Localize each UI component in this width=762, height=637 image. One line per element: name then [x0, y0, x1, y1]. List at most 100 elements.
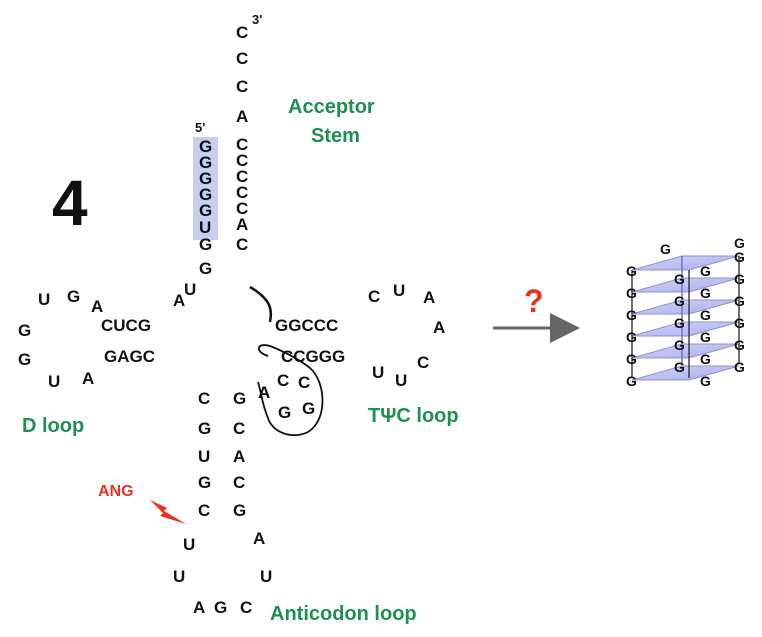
t-arm-outline-curve: [257, 344, 324, 437]
t-loop-nucleotide: U: [393, 281, 405, 300]
quadruplex-guanine: G: [674, 337, 685, 353]
acceptor-connector-curve: [249, 285, 273, 323]
acceptor-5prime-nucleotide: G: [199, 235, 212, 254]
acceptor-3prime-nucleotide: C: [236, 135, 248, 154]
anticodon-loop-nucleotide: U: [173, 567, 185, 586]
quadruplex-guanine: G: [734, 359, 745, 375]
quadruplex-guanine: G: [700, 285, 711, 301]
quadruplex-guanine: G: [626, 307, 637, 323]
d-loop-nucleotide: A: [91, 297, 103, 316]
d-loop-nucleotide: G: [18, 321, 31, 340]
quadruplex-guanine: G: [674, 271, 685, 287]
acceptor-3prime-nucleotide: C: [236, 167, 248, 186]
acceptor-3prime-nucleotide: A: [236, 107, 248, 126]
anticodon-loop-nucleotide: U: [183, 535, 195, 554]
inner-loop-nucleotide: A: [258, 383, 270, 402]
quadruplex-guanine: G: [734, 235, 745, 251]
d-loop-label: D loop: [22, 415, 84, 437]
d-loop-nucleotide: U: [48, 372, 60, 391]
acceptor-3prime-nucleotide: A: [236, 215, 248, 234]
anticodon-left-nucleotide: U: [198, 447, 210, 466]
figure-number: 4: [52, 167, 88, 239]
anticodon-left-nucleotide: C: [198, 389, 210, 408]
anticodon-left-nucleotide: G: [198, 419, 211, 438]
anticodon-loop-nucleotide: C: [240, 598, 252, 617]
anticodon-left-nucleotide: C: [198, 501, 210, 520]
d-loop-nucleotide: G: [18, 350, 31, 369]
anticodon-loop-nucleotide: U: [260, 567, 272, 586]
t-loop-nucleotide: A: [433, 318, 445, 337]
connector-nucleotide: U: [184, 280, 196, 299]
lightning-bolt-icon: [150, 500, 186, 524]
question-mark: ?: [524, 283, 544, 319]
quadruplex-guanine: G: [674, 315, 685, 331]
quadruplex-guanine: G: [626, 373, 637, 389]
anticodon-left-nucleotide: G: [198, 473, 211, 492]
quadruplex-guanine: G: [734, 337, 745, 353]
quadruplex-guanine: G: [734, 315, 745, 331]
t-loop-nucleotide: C: [368, 287, 380, 306]
inner-loop-nucleotide: C: [277, 371, 289, 390]
acceptor-5prime-nucleotide: G: [199, 201, 212, 220]
anticodon-loop-nucleotide: A: [253, 529, 265, 548]
anticodon-loop-nucleotide: G: [214, 598, 227, 617]
quadruplex-guanine: G: [626, 285, 637, 301]
quadruplex-plane: [631, 321, 740, 337]
quadruplex-guanine: G: [674, 359, 685, 375]
quadruplex-guanine: G: [700, 307, 711, 323]
acceptor-3prime-nucleotide: C: [236, 151, 248, 170]
quadruplex-guanine: G: [626, 351, 637, 367]
inner-loop-nucleotide: G: [278, 403, 291, 422]
d-loop-nucleotide: A: [82, 369, 94, 388]
quadruplex-guanine: G: [700, 373, 711, 389]
connector-nucleotide: G: [199, 259, 212, 278]
quadruplex-plane: [631, 255, 740, 271]
t-loop-nucleotide: A: [423, 288, 435, 307]
t-stem-bottom: CCGGG: [281, 347, 345, 366]
quadruplex-guanine: G: [734, 293, 745, 309]
quadruplex-plane: [631, 343, 740, 359]
quadruplex-guanine: G: [700, 351, 711, 367]
ang-label: ANG: [98, 483, 134, 500]
acceptor-5prime-nucleotide: G: [199, 169, 212, 188]
quadruplex-guanine: G: [674, 293, 685, 309]
d-loop-nucleotide: G: [67, 287, 80, 306]
anticodon-loop-nucleotide: A: [193, 598, 205, 617]
three-prime-label: 3': [252, 12, 262, 27]
five-prime-label: 5': [195, 120, 205, 135]
anticodon-loop-label: Anticodon loop: [270, 603, 417, 625]
acceptor-stem-label-line1: Acceptor: [288, 96, 375, 118]
quadruplex-plane: [631, 299, 740, 315]
tpsic-loop-label: TΨC loop: [368, 405, 459, 427]
acceptor-5prime-nucleotide: G: [199, 153, 212, 172]
quadruplex-guanine: G: [734, 249, 745, 265]
connector-nucleotide: A: [173, 291, 185, 310]
quadruplex-plane: [631, 365, 740, 381]
acceptor-5prime-nucleotide: G: [199, 185, 212, 204]
quadruplex-plane: [631, 277, 740, 293]
anticodon-right-nucleotide: G: [233, 389, 246, 408]
anticodon-right-nucleotide: A: [233, 447, 245, 466]
g-stretch-highlight: [193, 137, 218, 240]
t-loop-nucleotide: U: [372, 363, 384, 382]
inner-loop-nucleotide: C: [298, 373, 310, 392]
anticodon-right-nucleotide: C: [233, 473, 245, 492]
quadruplex-guanine: G: [626, 329, 637, 345]
anticodon-right-nucleotide: G: [233, 501, 246, 520]
t-stem-top: GGCCC: [275, 316, 338, 335]
inner-loop-nucleotide: G: [302, 399, 315, 418]
d-stem-top: CUCG: [101, 316, 151, 335]
t-loop-nucleotide: C: [417, 353, 429, 372]
acceptor-3prime-nucleotide: C: [236, 235, 248, 254]
quadruplex-guanine: G: [700, 329, 711, 345]
